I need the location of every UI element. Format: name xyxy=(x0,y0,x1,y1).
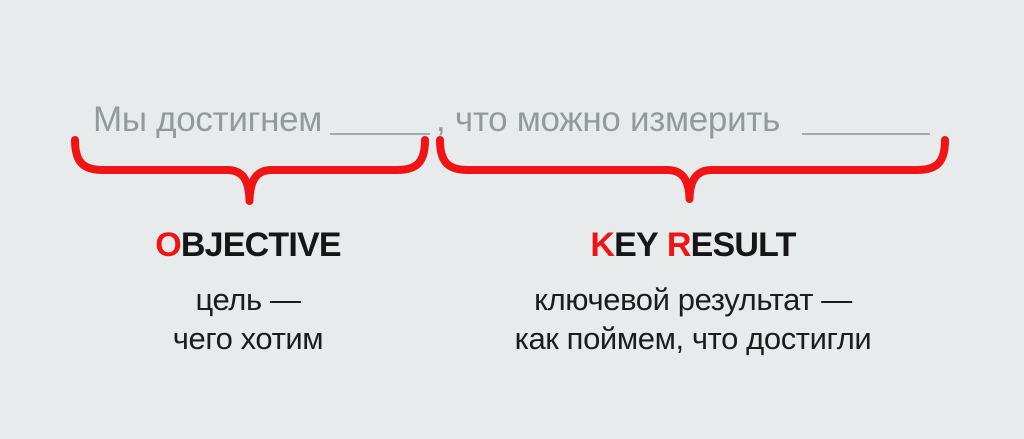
sentence-part-1: Мы достигнем xyxy=(93,100,323,139)
objective-desc-line-2: чего хотим xyxy=(172,321,324,356)
objective-title-rest: BJECTIVE xyxy=(180,226,342,264)
objective-blank-line xyxy=(330,133,431,135)
key-accent-letter: K xyxy=(590,226,615,264)
left-brace xyxy=(71,136,429,205)
objective-desc-line-1: цель — xyxy=(195,282,301,317)
key-result-description: ключевой результат — как поймем, что дос… xyxy=(443,280,943,358)
key-result-desc-line-2: как поймем, что достигли xyxy=(514,321,872,356)
key-result-desc-line-1: ключевой результат — xyxy=(534,282,852,317)
fill-in-sentence: Мы достигнем , что можно измерить xyxy=(93,100,931,140)
objective-accent-letter: O xyxy=(155,226,181,264)
objective-title: OBJECTIVE xyxy=(98,224,398,266)
objective-description: цель — чего хотим xyxy=(98,280,398,358)
result-title-rest: ESULT xyxy=(690,226,797,264)
key-title-rest: EY xyxy=(614,226,659,264)
key-result-blank-line xyxy=(802,133,931,135)
objective-block: OBJECTIVE цель — чего хотим xyxy=(98,224,398,358)
sentence-part-2: , что можно измерить xyxy=(436,100,781,139)
right-brace xyxy=(436,136,949,203)
result-accent-letter: R xyxy=(666,226,692,264)
